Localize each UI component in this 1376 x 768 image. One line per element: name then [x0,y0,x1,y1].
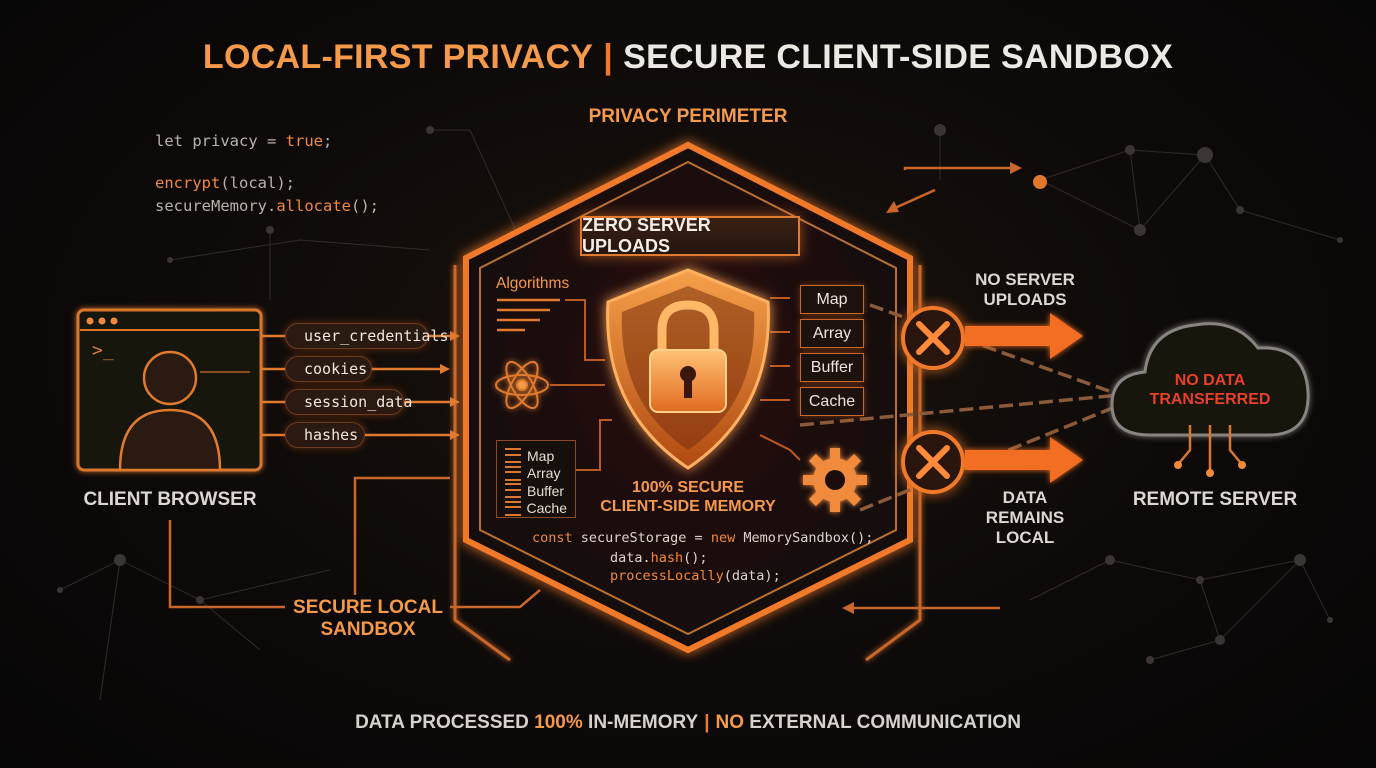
list-item-label: Cache [526,500,567,517]
code-keyword: true [285,132,323,150]
atom-icon [495,360,549,410]
pill-label: session_data [304,393,413,411]
code-text: data. [610,550,651,566]
code-keyword: allocate [276,197,351,215]
page-title: LOCAL-FIRST PRIVACY|SECURE CLIENT-SIDE S… [0,38,1376,77]
pill-label: user_credentials [304,327,449,345]
server-circuit-icon [1179,425,1241,470]
footer-caption: DATA PROCESSED 100% IN-MEMORY|NO EXTERNA… [0,712,1376,734]
blocked-x-icon-bottom [901,430,965,494]
footer-highlight: 100% [534,712,583,733]
list-icon [505,500,521,516]
code-keyword: new [710,530,736,546]
code-text: MemorySandbox(); [735,530,874,546]
code-snippet-left-3: secureMemory.allocate(); [155,197,379,215]
client-browser-label: CLIENT BROWSER [83,489,257,510]
code-text: secureStorage = [572,530,711,546]
no-server-uploads-label: NO SERVER UPLOADS [950,270,1100,310]
code-snippet-center-2: data.hash(); [610,550,708,566]
secure-memory-line1: 100% SECURE [631,479,745,496]
code-text: ; [322,132,333,150]
code-text: (); [350,197,379,215]
code-text: secureMemory. [155,197,277,215]
code-text: (); [683,550,708,566]
list-item: Buffer [505,482,567,500]
code-text: (data); [723,568,781,584]
no-server-line2: UPLOADS [983,290,1067,309]
list-item-label: Map [527,447,555,464]
secure-memory-line2: CLIENT-SIDE MEMORY [600,498,776,515]
client-browser-window [76,308,263,472]
remote-server-label: REMOTE SERVER [1132,489,1298,510]
footer-text: DATA PROCESSED [355,712,535,733]
privacy-perimeter-label: PRIVACY PERIMETER [588,106,788,127]
code-keyword: encrypt [155,174,221,192]
cloud-icon [1110,322,1310,437]
network-node-highlight [1033,175,1047,189]
code-keyword: hash [650,550,684,566]
data-structure-list: Map Array Buffer Cache [496,440,576,518]
cloud-line1: NO DATA [1174,372,1246,389]
remains-line2: REMAINS [985,508,1065,527]
list-item: Cache [505,500,567,518]
footer-separator: | [704,712,710,733]
zero-server-uploads-banner: ZERO SERVER UPLOADS [580,215,800,256]
title-separator: | [603,38,614,76]
footer-text: IN-MEMORY [582,712,699,733]
algorithm-lines-icon [497,298,560,332]
algorithms-label: Algorithms [496,275,570,292]
terminal-prompt-icon: >_ [92,340,114,361]
sandbox-line2: SANDBOX [320,619,416,640]
pill-hashes: hashes [285,422,365,448]
data-remains-local-label: DATA REMAINS LOCAL [950,488,1100,548]
code-snippet-left: let privacy = true; [155,132,332,150]
code-snippet-center-3: processLocally(data); [610,568,781,584]
no-server-line1: NO SERVER [975,270,1075,289]
list-item: Map [505,447,567,465]
list-icon [505,465,521,481]
list-icon [505,448,521,464]
cloud-line2: TRANSFERRED [1149,391,1271,408]
title-part2: SECURE CLIENT-SIDE SANDBOX [623,38,1174,76]
shield-lock-icon [606,268,770,470]
footer-highlight: NO [715,712,745,733]
code-snippet-center-1: const secureStorage = new MemorySandbox(… [532,530,873,546]
blocked-x-icon-top [901,306,965,370]
list-item-label: Array [527,465,561,482]
no-data-transferred-label: NO DATA TRANSFERRED [1130,371,1290,409]
sandbox-line1: SECURE LOCAL [293,597,443,618]
code-snippet-left-2: encrypt(local); [155,174,295,192]
pill-cookies: cookies [285,356,372,382]
ds-box-buffer: Buffer [800,353,864,382]
code-text: (local); [220,174,295,192]
outgoing-arrow-bottom [965,437,1083,483]
code-keyword: processLocally [610,568,724,584]
code-text: let privacy = [155,132,286,150]
remains-line3: LOCAL [995,528,1055,547]
ds-box-cache: Cache [800,387,864,416]
list-item-label: Buffer [527,482,565,499]
code-keyword: const [532,530,573,546]
title-part1: LOCAL-FIRST PRIVACY [202,38,594,76]
gear-icon [803,448,867,512]
remains-line1: DATA [1002,488,1048,507]
ds-box-array: Array [800,319,864,348]
secure-local-sandbox-label: SECURE LOCAL SANDBOX [268,597,468,641]
secure-memory-label: 100% SECURE CLIENT-SIDE MEMORY [588,478,788,516]
list-item: Array [505,465,567,483]
pill-label: hashes [304,426,359,444]
pill-label: cookies [304,360,368,378]
outgoing-arrow-top [965,313,1083,359]
footer-text: EXTERNAL COMMUNICATION [744,712,1021,733]
ds-box-map: Map [800,285,864,314]
user-silhouette-icon [118,350,222,472]
pill-session-data: session_data [285,389,412,415]
list-icon [505,483,521,499]
pill-user-credentials: user_credentials [285,323,449,349]
